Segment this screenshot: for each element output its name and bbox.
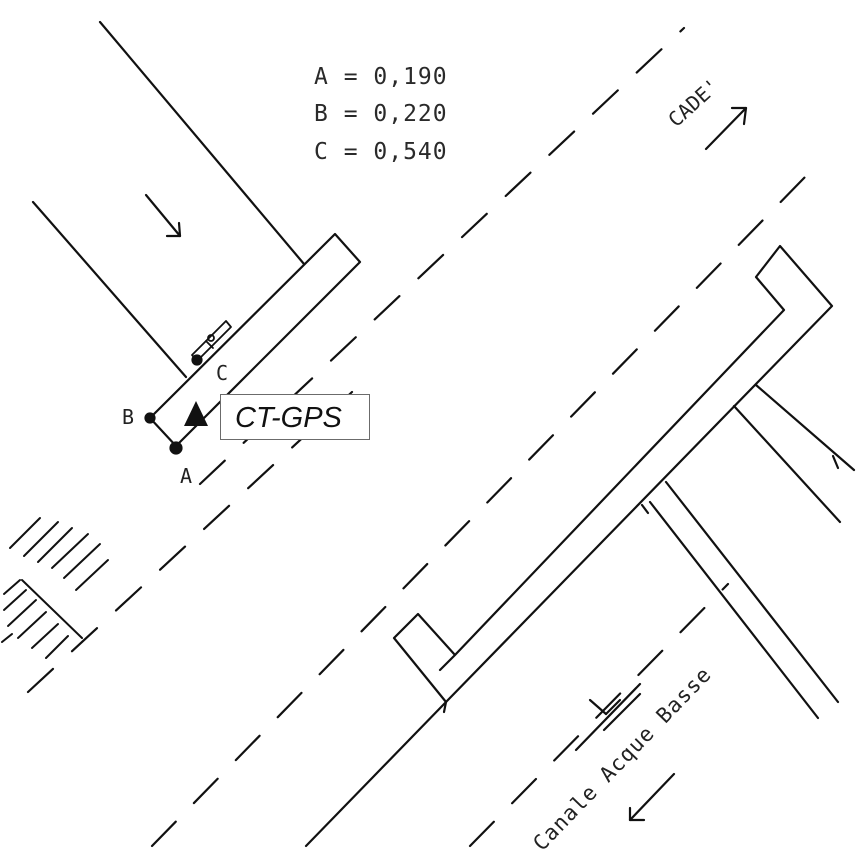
gps-station-box: CT-GPS: [220, 394, 370, 440]
legend-line-b: B = 0,220: [314, 101, 448, 127]
hatched-area: [1, 517, 109, 659]
road-edges: [26, 26, 808, 848]
point-b-label: B: [122, 405, 135, 429]
arrow-up-right-icon: [704, 106, 748, 151]
building-outline: [31, 20, 306, 379]
legend-line-a: A = 0,190: [314, 64, 448, 90]
point-a-label: A: [180, 464, 193, 488]
point-c-label: C: [216, 361, 229, 385]
wall-structure: [148, 232, 362, 448]
triangle-marker-icon: [184, 401, 208, 426]
canal-walls: [304, 244, 856, 848]
gps-station-label: CT-GPS: [235, 402, 342, 434]
point-a-marker: [169, 441, 183, 455]
arrow-down-right-icon: [144, 193, 182, 238]
point-b-marker: [144, 412, 156, 424]
canal-gate: [574, 682, 642, 752]
road-name-label: CADE': [663, 74, 724, 132]
arrow-down-left-icon: [628, 772, 676, 822]
point-c-marker: [191, 354, 203, 366]
legend-line-c: C = 0,540: [314, 139, 448, 165]
